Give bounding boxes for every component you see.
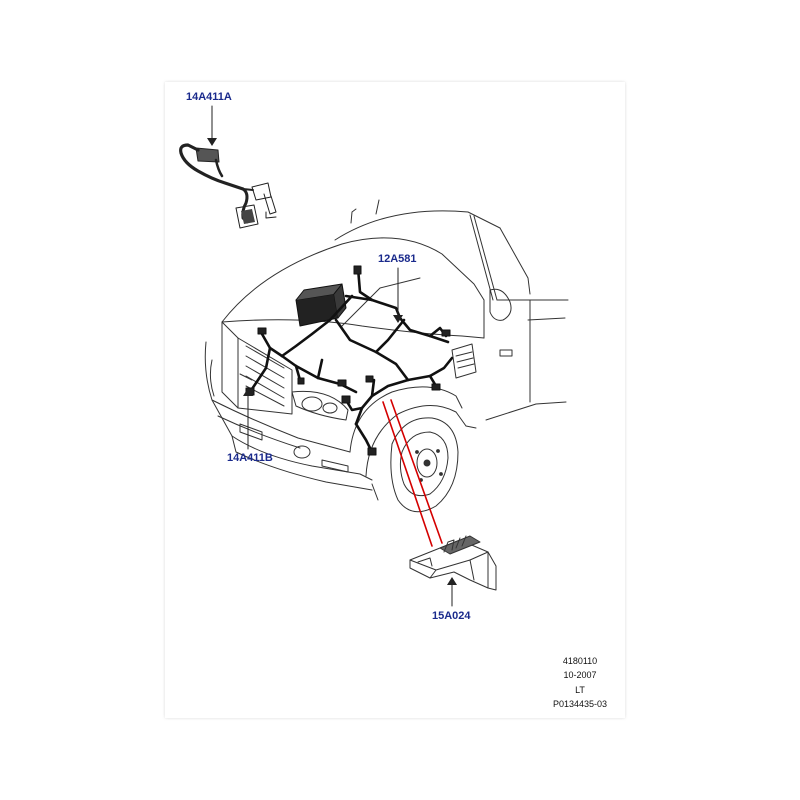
reference-number: 4180110 bbox=[562, 656, 598, 666]
reference-code: LT bbox=[575, 685, 585, 695]
reference-illustration-id: P0134435-03 bbox=[552, 699, 608, 709]
part-label-14a411a[interactable]: 14A411A bbox=[186, 91, 232, 103]
part-label-14a411b[interactable]: 14A411B bbox=[227, 452, 273, 464]
part-label-12a581[interactable]: 12A581 bbox=[378, 253, 417, 265]
front-wheel bbox=[390, 417, 459, 513]
harness-14a411a-drawing bbox=[179, 105, 277, 229]
highlight-lines bbox=[382, 399, 443, 547]
leader-lines bbox=[243, 267, 457, 607]
part-label-15a024[interactable]: 15A024 bbox=[432, 610, 471, 622]
main-harness-drawing bbox=[248, 266, 454, 454]
bracket-15a024-drawing bbox=[409, 535, 497, 591]
reference-date: 10-2007 bbox=[563, 670, 597, 680]
vehicle-outline bbox=[204, 199, 569, 513]
